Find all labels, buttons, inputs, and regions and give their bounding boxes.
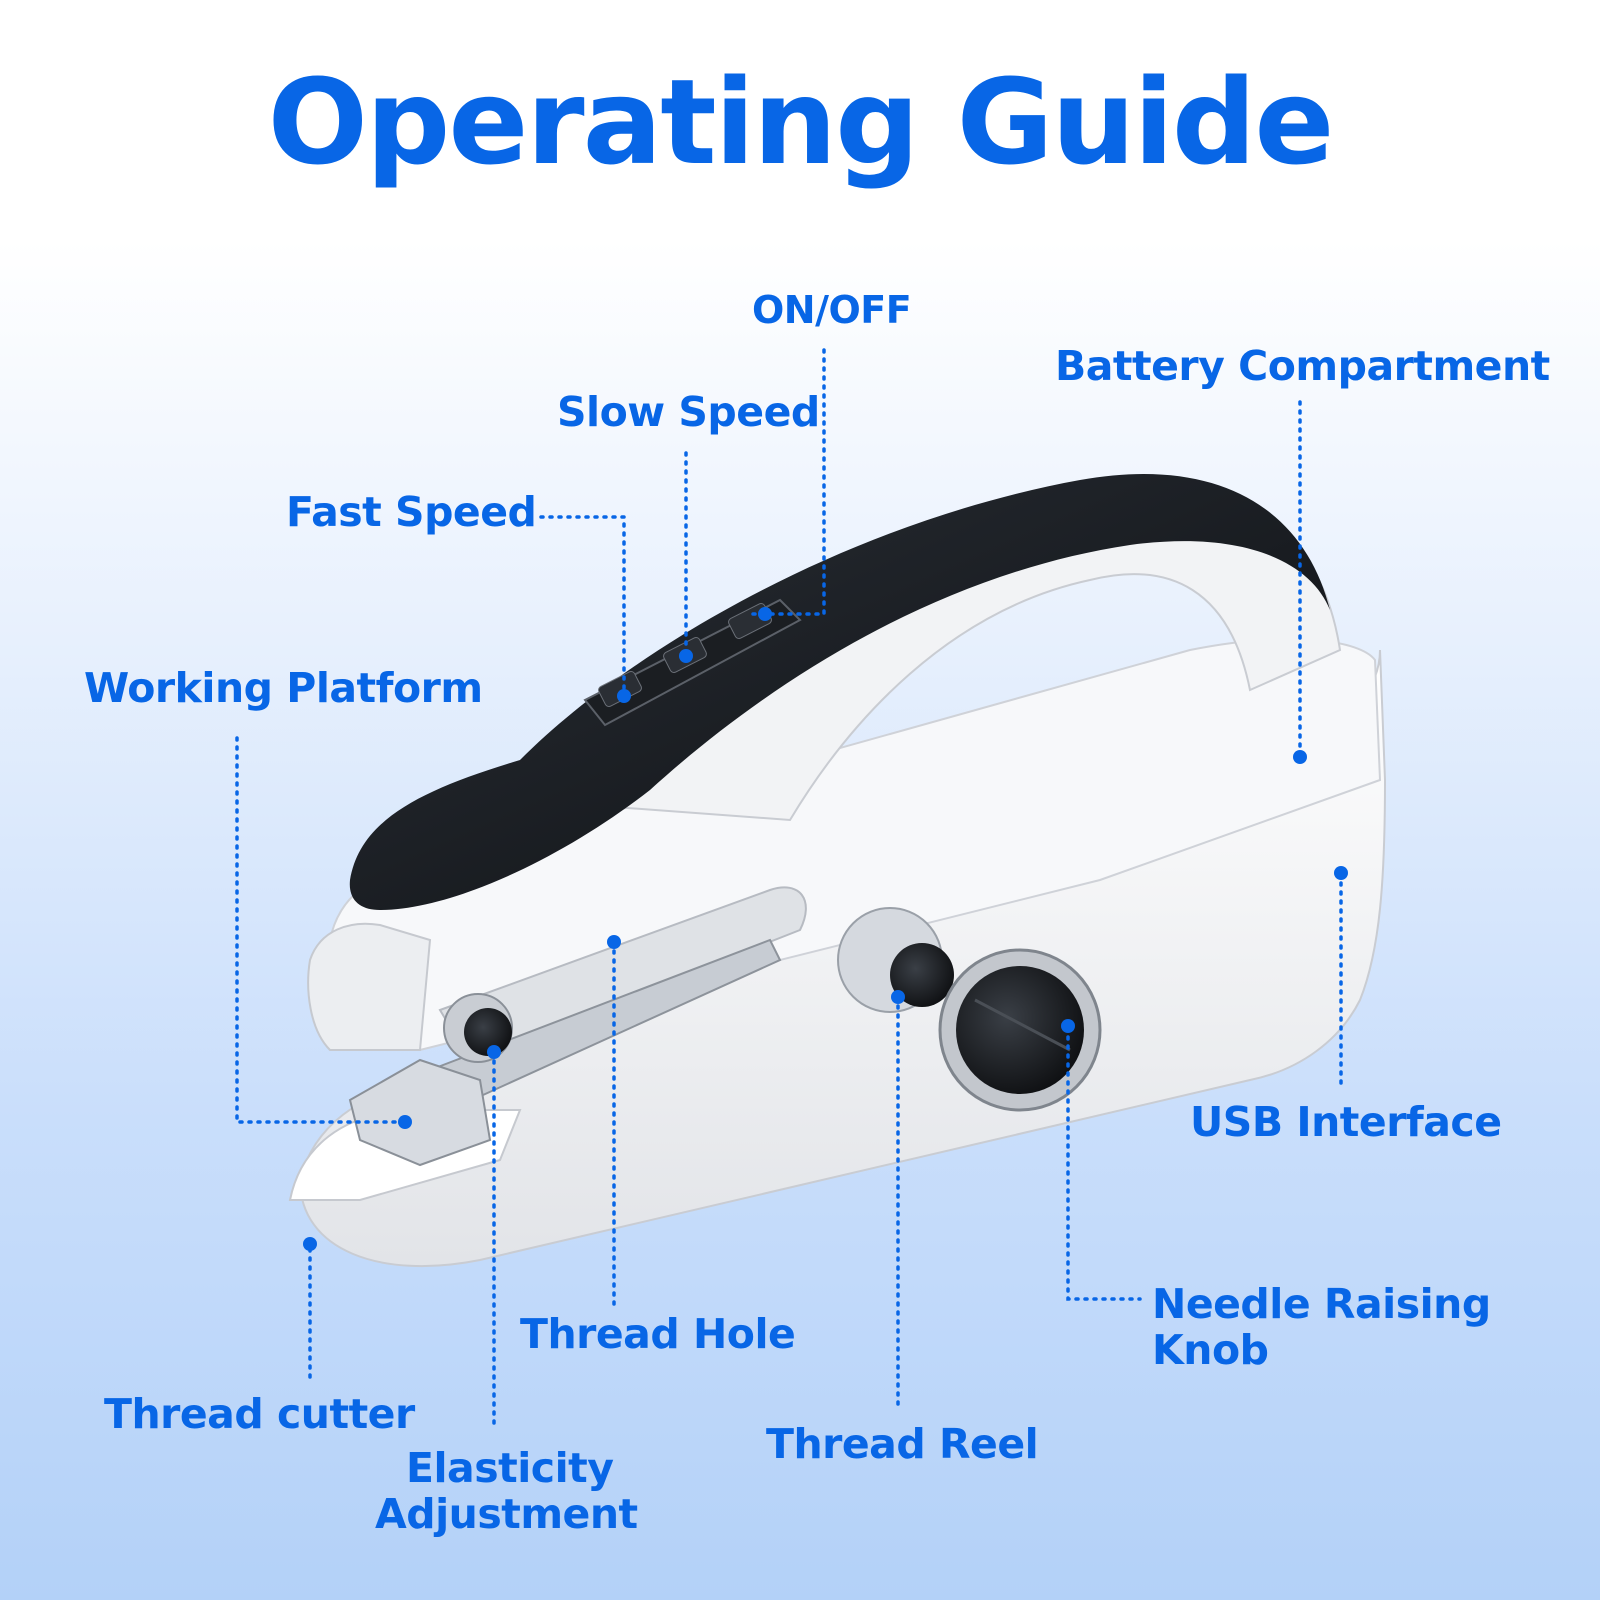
label-elasticity-line2: Adjustment xyxy=(375,1490,638,1538)
label-usb-interface: USB Interface xyxy=(1190,1098,1502,1146)
label-on-off: ON/OFF xyxy=(752,288,912,332)
label-needle-raising-knob-line2: Knob xyxy=(1152,1326,1269,1374)
label-thread-reel: Thread Reel xyxy=(766,1420,1039,1468)
machine-handle-top xyxy=(349,473,1331,910)
label-battery-compartment: Battery Compartment xyxy=(1055,342,1550,390)
machine-head xyxy=(307,922,432,1051)
label-slow-speed: Slow Speed xyxy=(557,388,820,436)
label-elasticity-line1: Elasticity xyxy=(406,1444,614,1492)
label-needle-raising-knob-line1: Needle Raising xyxy=(1152,1280,1491,1328)
label-thread-cutter: Thread cutter xyxy=(104,1390,415,1438)
needle-slot xyxy=(438,886,807,1062)
label-fast-speed: Fast Speed xyxy=(286,488,537,536)
label-thread-hole: Thread Hole xyxy=(520,1310,796,1358)
presser-foot xyxy=(348,1058,492,1167)
page-title: Operating Guide xyxy=(267,53,1335,191)
callout-dot xyxy=(303,607,1348,1251)
label-working-platform: Working Platform xyxy=(84,664,483,712)
